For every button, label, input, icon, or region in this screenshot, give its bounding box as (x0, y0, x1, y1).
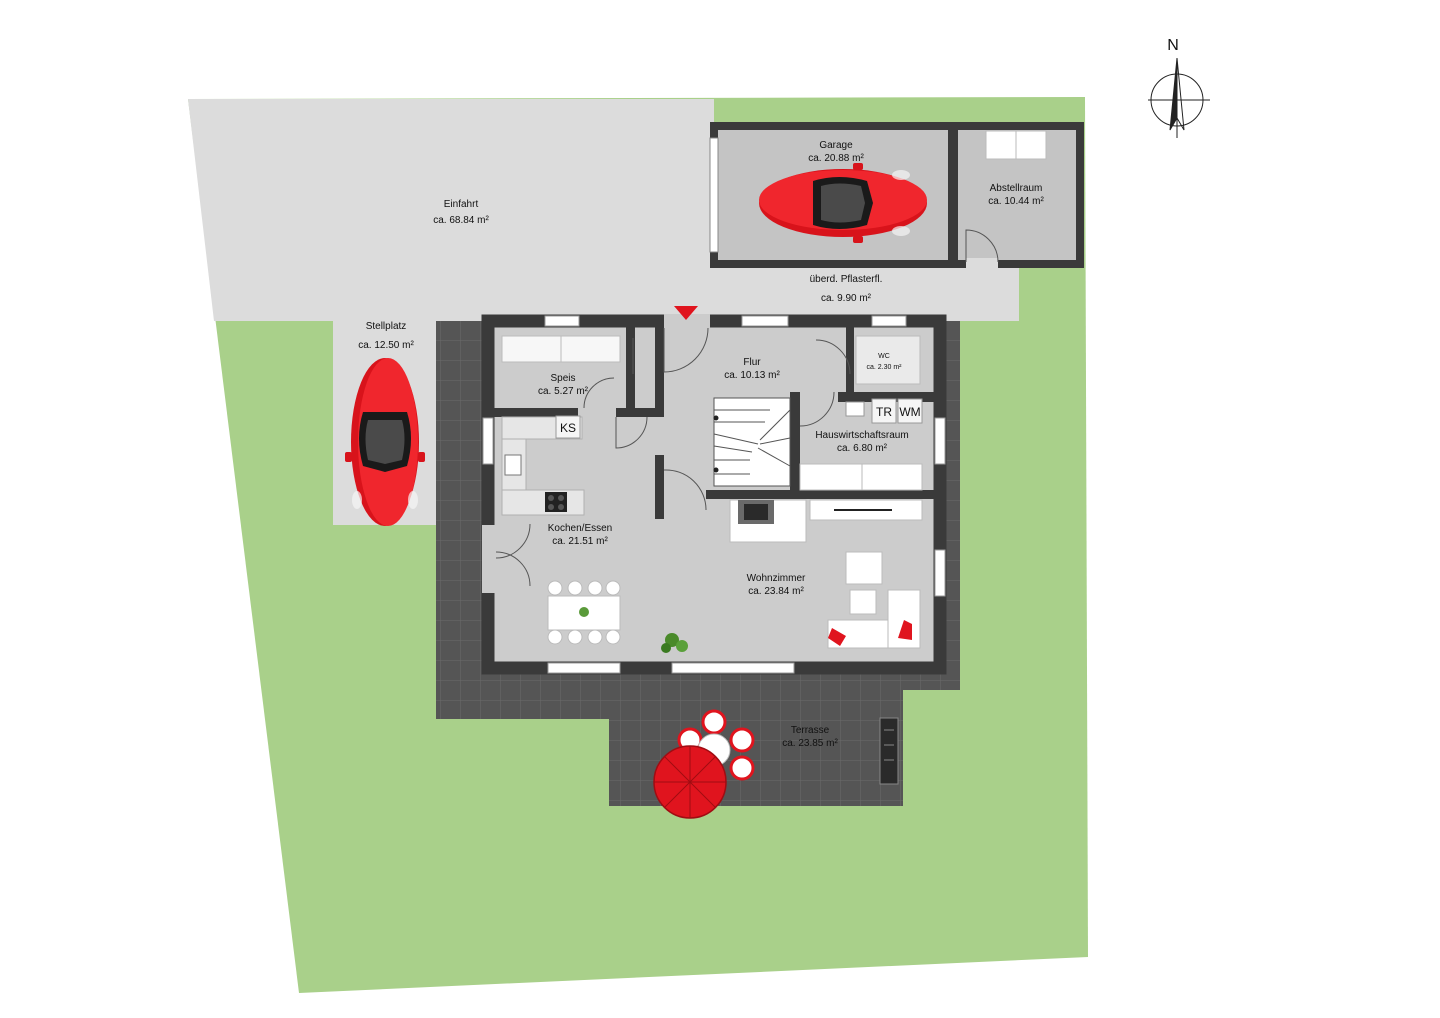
sink-icon (504, 454, 522, 476)
room-area-speis: ca. 5.27 m² (538, 386, 589, 397)
hwr-counter (799, 463, 923, 491)
room-name-wc: WC (878, 353, 890, 360)
window (934, 417, 946, 465)
room-name-garage: Garage (819, 140, 853, 151)
kitchen-counter (501, 489, 585, 516)
entrance-arrow-icon (674, 306, 698, 320)
room-name-pflaster: überd. Pflasterfl. (810, 274, 883, 285)
dining-table (547, 580, 621, 645)
room-name-hwr: Hauswirtschaftsraum (815, 430, 908, 441)
terrace-seating (677, 709, 755, 781)
garage-door (709, 137, 719, 253)
room-name-speis: Speis (550, 373, 575, 384)
room-name-kochen: Kochen/Essen (548, 523, 613, 534)
room-area-wohnen: ca. 23.84 m² (748, 586, 804, 597)
cooktop-icon (545, 492, 567, 512)
washer-label: WM (899, 405, 920, 419)
room-area-wc: ca. 2.30 m² (866, 364, 902, 371)
room-area-abstellraum: ca. 10.44 m² (988, 196, 1044, 207)
door-swings (495, 327, 851, 587)
sofa-set (827, 551, 921, 649)
washer-wm (897, 398, 923, 424)
stair-icon (713, 397, 791, 487)
grill (879, 717, 899, 785)
room-name-terrasse: Terrasse (791, 725, 830, 736)
parasol-icon (653, 745, 727, 819)
window (482, 417, 494, 465)
interior-walls (488, 321, 940, 519)
room-name-abstellraum: Abstellraum (990, 183, 1043, 194)
fireplace-icon (729, 499, 807, 543)
room-area-flur: ca. 10.13 m² (724, 370, 780, 381)
room-area-einfahrt: ca. 68.84 m² (433, 215, 489, 226)
storage-door-swing (965, 229, 999, 263)
window (547, 662, 621, 674)
fridge-ks (555, 415, 581, 439)
window (741, 315, 789, 327)
room-name-flur: Flur (743, 357, 761, 368)
room-area-hwr: ca. 6.80 m² (837, 443, 888, 454)
compass-icon (1148, 57, 1210, 138)
room-area-terrasse: ca. 23.85 m² (782, 738, 838, 749)
dryer-label: TR (876, 405, 892, 419)
plant-icon (661, 633, 688, 653)
front-door-gap (664, 314, 710, 328)
compass-north-label: N (1167, 37, 1179, 54)
terrace-door-gap (482, 525, 496, 593)
window (544, 315, 580, 327)
room-area-pflaster: ca. 9.90 m² (821, 293, 872, 304)
room-area-stellplatz: ca. 12.50 m² (358, 340, 414, 351)
wc-fixtures (855, 335, 921, 385)
room-area-kochen: ca. 21.51 m² (552, 536, 608, 547)
room-name-stellplatz: Stellplatz (366, 321, 407, 332)
room-name-wohnen: Wohnzimmer (747, 573, 806, 584)
sliding-door (671, 662, 795, 674)
sink-icon (845, 401, 865, 417)
room-name-einfahrt: Einfahrt (444, 199, 479, 210)
room-area-garage: ca. 20.88 m² (808, 153, 864, 164)
window (934, 549, 946, 597)
window (871, 315, 907, 327)
dryer-tr (871, 398, 897, 424)
fridge-label: KS (560, 421, 576, 435)
storage-door-gap (966, 258, 998, 268)
